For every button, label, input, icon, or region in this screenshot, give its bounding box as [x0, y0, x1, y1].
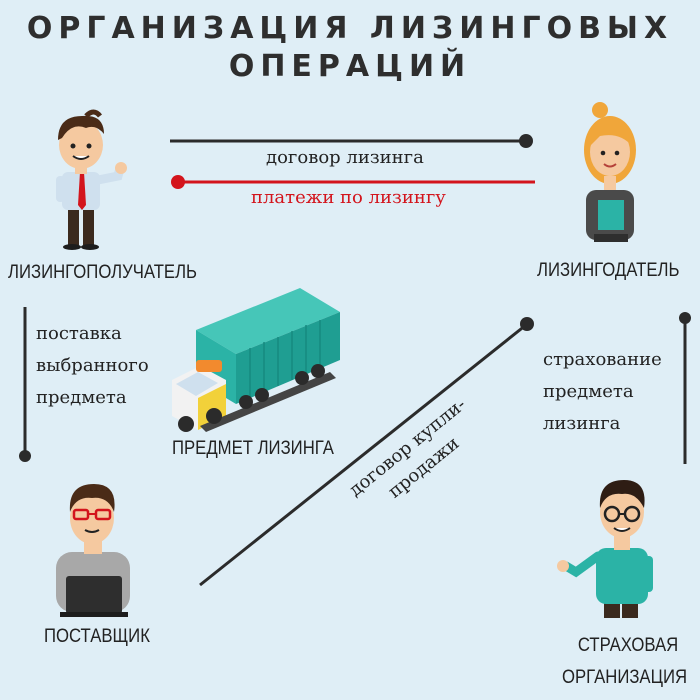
insurer-label-line: СТРАХОВАЯ	[577, 635, 679, 656]
insurance-label: страхование предмета лизинга	[543, 344, 662, 440]
insurance-label-line: страхование	[543, 349, 662, 370]
diagram-title: ОРГАНИЗАЦИЯ ЛИЗИНГОВЫХ ОПЕРАЦИЙ	[0, 10, 700, 86]
delivery-label-line: выбранного	[36, 355, 149, 376]
delivery-label-line: предмета	[36, 387, 127, 408]
lease-payments-connector	[171, 175, 535, 189]
diagram-title-line1: ОРГАНИЗАЦИЯ ЛИЗИНГОВЫХ	[26, 11, 674, 46]
insurer-label-line: ОРГАНИЗАЦИЯ	[562, 667, 688, 688]
insurance-label-line: лизинга	[543, 413, 621, 434]
insurance-label-line: предмета	[543, 381, 634, 402]
leasing-item-label: ПРЕДМЕТ ЛИЗИНГА	[172, 438, 334, 459]
lessee-label: ЛИЗИНГОПОЛУЧАТЕЛЬ	[8, 262, 198, 283]
lessor-person-icon	[584, 102, 636, 242]
truck-icon	[172, 288, 340, 432]
lease-contract-label: договор лизинга	[266, 147, 424, 168]
delivery-label-line: поставка	[36, 323, 122, 344]
delivery-label: поставка выбранного предмета	[36, 318, 149, 414]
sale-contract-connector	[199, 317, 534, 587]
insurer-label: СТРАХОВАЯ ОРГАНИЗАЦИЯ	[562, 630, 687, 694]
insurance-connector	[679, 312, 691, 464]
lessee-person-icon	[56, 109, 127, 250]
supplier-person-icon	[56, 484, 130, 617]
diagram-title-line2: ОПЕРАЦИЙ	[228, 49, 472, 84]
lease-payments-label: платежи по лизингу	[251, 187, 446, 208]
lessor-label: ЛИЗИНГОДАТЕЛЬ	[537, 260, 680, 281]
supplier-label: ПОСТАВЩИК	[44, 626, 150, 647]
insurer-person-icon	[557, 480, 653, 618]
delivery-connector	[19, 307, 31, 462]
lease-contract-connector	[170, 134, 533, 148]
